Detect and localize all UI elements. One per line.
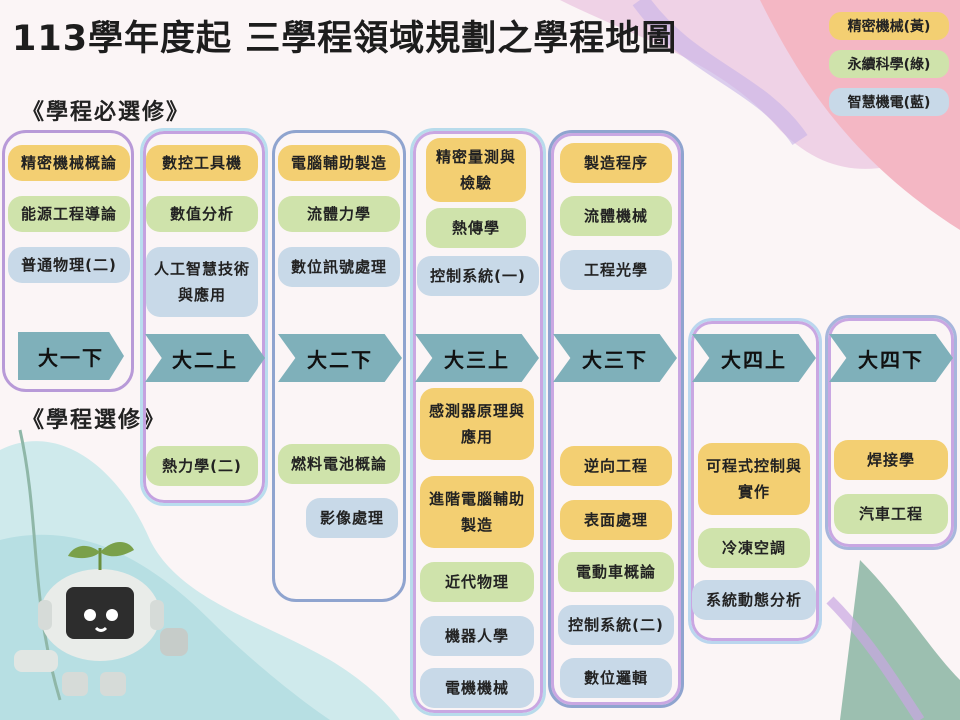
column-4-frame [410,128,546,716]
course-control-systems-2: 控制系統(二) [558,605,674,645]
course-system-dynamics: 系統動態分析 [692,580,816,620]
semester-arrow-5: 大三下 [553,334,677,382]
course-digital-signal-processing: 數位訊號處理 [278,247,400,287]
column-1-frame [2,130,134,392]
course-thermodynamics-2: 熱力學(二) [146,446,258,486]
column-5-frame [548,130,684,708]
column-7-frame [825,315,957,550]
course-surface-treatment: 表面處理 [560,500,672,540]
course-fuel-cell-intro: 燃料電池概論 [278,444,400,484]
course-modern-physics: 近代物理 [420,562,534,602]
course-precision-machinery-intro: 精密機械概論 [8,145,130,181]
course-fluid-mechanics: 流體力學 [278,196,400,232]
legend-precision-machinery: 精密機械(黃) [829,12,949,40]
course-plc-practice: 可程式控制與實作 [698,443,810,515]
course-automotive-engineering: 汽車工程 [834,494,948,534]
course-ai-technology-applications: 人工智慧技術與應用 [146,247,258,317]
course-computer-aided-manufacturing: 電腦輔助製造 [278,145,400,181]
course-heat-transfer: 熱傳學 [426,208,526,248]
column-3-frame [272,130,406,602]
course-cnc-machine-tools: 數控工具機 [146,145,258,181]
course-manufacturing-processes: 製造程序 [560,143,672,183]
course-advanced-cam: 進階電腦輔助製造 [420,476,534,548]
semester-arrow-3: 大二下 [278,334,402,382]
course-reverse-engineering: 逆向工程 [560,446,672,486]
course-numerical-analysis: 數值分析 [146,196,258,232]
column-2-frame [140,128,268,506]
course-general-physics-2: 普通物理(二) [8,247,130,283]
course-electric-machinery: 電機機械 [420,668,534,708]
course-precision-measurement: 精密量測與檢驗 [426,138,526,202]
required-section-label: 《學程必選修》 [22,100,191,125]
semester-arrow-7: 大四下 [829,334,953,382]
semester-arrow-6: 大四上 [692,334,816,382]
course-control-systems-1: 控制系統(一) [417,256,539,296]
legend-sustainable-science: 永續科學(綠) [829,50,949,78]
course-digital-logic: 數位邏輯 [560,658,672,698]
robot-illustration [14,541,188,696]
legend: 精密機械(黃) 永續科學(綠) 智慧機電(藍) [829,12,949,126]
legend-smart-mechatronics: 智慧機電(藍) [829,88,949,116]
course-energy-engineering-intro: 能源工程導論 [8,196,130,232]
column-6-frame [688,318,822,644]
course-fluid-machinery: 流體機械 [560,196,672,236]
course-robotics: 機器人學 [420,616,534,656]
page-title: 113學年度起 三學程領域規劃之學程地圖 [12,19,678,59]
course-image-processing: 影像處理 [306,498,398,538]
course-welding: 焊接學 [834,440,948,480]
semester-arrow-4: 大三上 [415,334,539,382]
semester-arrow-2: 大二上 [145,334,265,382]
course-refrigeration-ac: 冷凍空調 [698,528,810,568]
course-electric-vehicle-intro: 電動車概論 [558,552,674,592]
course-sensor-principles: 感測器原理與應用 [420,388,534,460]
course-engineering-optics: 工程光學 [560,250,672,290]
semester-arrow-1: 大一下 [18,332,124,380]
